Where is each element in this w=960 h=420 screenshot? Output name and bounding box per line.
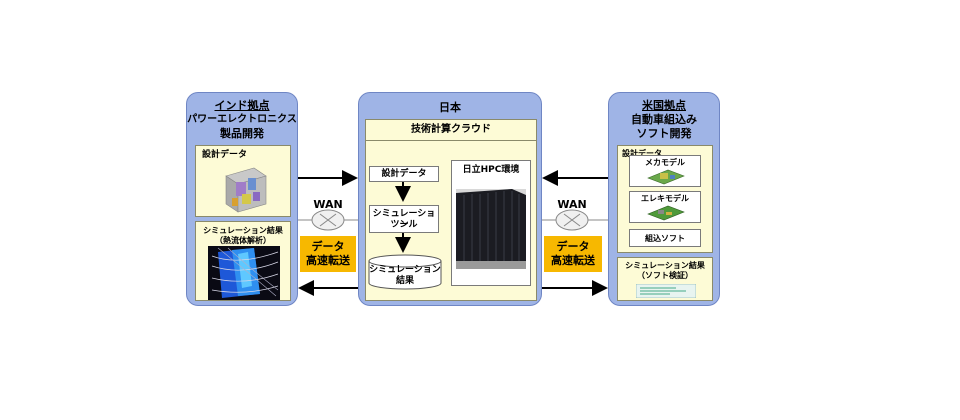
sim-result-database-icon	[368, 254, 442, 290]
server-racks-image	[456, 189, 526, 269]
sim-tool-line2: ツール	[390, 220, 418, 230]
india-title-line3: 製品開発	[220, 127, 264, 140]
hpc-box: 日立HPC環境	[451, 160, 531, 286]
left-transfer-line1: データ	[311, 240, 345, 253]
india-panel: インド拠点 パワーエレクトロニクス 製品開発 設計データ シミュレーション結果 …	[186, 92, 298, 306]
india-sim-result-label: シミュレーション結果	[203, 226, 283, 235]
usa-sim-result-box: シミュレーション結果 （ソフト検証）	[617, 257, 713, 301]
right-transfer-line1: データ	[556, 240, 590, 253]
india-title-line2: パワーエレクトロニクス	[187, 114, 297, 125]
right-wan-node-icon	[555, 209, 589, 231]
japan-title: 日本	[439, 101, 461, 114]
right-transfer-line2: 高速転送	[551, 254, 595, 267]
power-module-3d-model-icon	[225, 167, 267, 213]
japan-design-data-box: 設計データ	[369, 166, 439, 182]
sim-tool-box: シミュレーション ツール	[369, 205, 439, 233]
sim-tool-line1: シミュレーション	[372, 209, 436, 230]
india-sim-result-sub: （熱流体解析）	[215, 236, 271, 245]
japan-design-data-label: 設計データ	[381, 169, 427, 179]
japan-panel: 日本 技術計算クラウド 設計データ シミュレーション ツール シミュレーション …	[358, 92, 542, 306]
usa-panel: 米国拠点 自動車組込み ソフト開発 設計データ メカモデル エレキモデル 組込ソ…	[608, 92, 720, 306]
mech-model-box: メカモデル	[629, 155, 701, 187]
india-design-data-box: 設計データ	[195, 145, 291, 217]
embedded-soft-label: 組込ソフト	[645, 234, 685, 243]
usa-title-line1: 米国拠点	[642, 99, 686, 112]
usa-sim-result-label: シミュレーション結果	[625, 261, 705, 270]
embedded-soft-box: 組込ソフト	[629, 229, 701, 247]
india-title-line1: インド拠点	[214, 99, 270, 112]
elec-model-board-icon	[647, 205, 685, 221]
right-transfer-badge: データ 高速転送	[544, 236, 602, 272]
cloud-label: 技術計算クラウド	[411, 124, 491, 135]
left-wan-node-icon	[311, 209, 345, 231]
mech-model-label: メカモデル	[645, 158, 685, 167]
left-transfer-badge: データ 高速転送	[300, 236, 356, 272]
japan-sim-result-line1: シミュレーション	[369, 265, 441, 275]
cloud-title-divider	[366, 140, 536, 141]
left-wan-label: WAN	[313, 198, 343, 211]
mech-model-3d-icon	[647, 169, 685, 185]
elec-model-box: エレキモデル	[629, 191, 701, 223]
hpc-label: 日立HPC環境	[462, 165, 520, 175]
left-transfer-line2: 高速転送	[306, 254, 350, 267]
india-sim-result-box: シミュレーション結果 （熱流体解析）	[195, 221, 291, 301]
right-wan-label: WAN	[557, 198, 587, 211]
japan-sim-result-line2: 結果	[395, 276, 414, 286]
usa-title-line2: 自動車組込み	[631, 113, 697, 126]
usa-sim-result-sub: （ソフト検証）	[637, 271, 693, 280]
usa-design-data-label: 設計データ	[622, 149, 662, 158]
software-verification-screen-icon	[636, 284, 696, 298]
elec-model-label: エレキモデル	[641, 194, 689, 203]
usa-title-line3: ソフト開発	[636, 127, 692, 140]
thermal-fluid-simulation-image	[208, 246, 280, 300]
india-design-data-label: 設計データ	[202, 150, 248, 160]
